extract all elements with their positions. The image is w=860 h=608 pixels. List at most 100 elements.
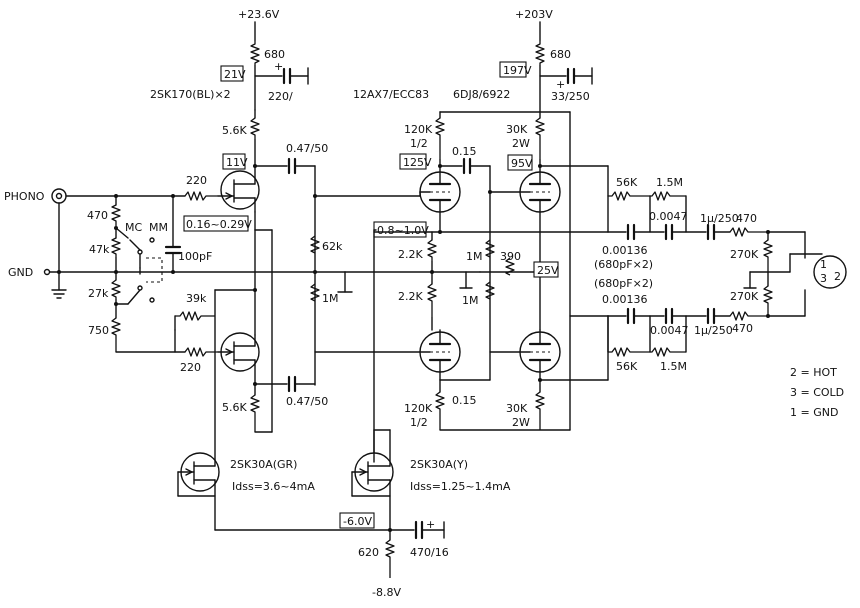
- r22k-b-label: 2.2K: [398, 290, 423, 303]
- cap-net1b-label: (680pF×2): [594, 258, 653, 271]
- ccs-right-idss: Idss=1.25~1.4mA: [410, 480, 511, 493]
- c33-plus: +: [556, 78, 565, 91]
- r30k-bot-label: 30K: [506, 402, 528, 415]
- r56k-bot-label: 5.6K: [222, 401, 247, 414]
- r27k-label: 27k: [88, 287, 109, 300]
- r22k-a-label: 2.2K: [398, 248, 423, 261]
- v197-label: 197V: [503, 64, 532, 77]
- xlr-pin2: 2: [834, 270, 841, 283]
- c470-16-label: 470/16: [410, 546, 449, 559]
- r62k-label: 62k: [322, 240, 343, 253]
- r47k-label: 47k: [89, 243, 110, 256]
- cap-net2b-label: 0.00136: [602, 293, 648, 306]
- v08-label: 0.8~1.0V: [377, 224, 429, 237]
- c047-bot-label: 0.47/50: [286, 395, 328, 408]
- xlr-pin2-legend: 2 = HOT: [790, 366, 837, 379]
- c0047-bot-label: 0.0047: [650, 324, 689, 337]
- r120k-top-label: 120K: [404, 123, 433, 136]
- r470-out-bot-label: 470: [732, 322, 753, 335]
- xlr-pin1-legend: 1 = GND: [790, 406, 838, 419]
- r39k-label: 39k: [186, 292, 207, 305]
- fet-top-symbol: [220, 170, 260, 210]
- cap-net1-label: 0.00136: [602, 244, 648, 257]
- r56k-net-bot-label: 56K: [616, 360, 638, 373]
- c33-label: 33/250: [551, 90, 590, 103]
- tube-supply: +203V 680 + 33/250 197V 12AX7/ECC83 6DJ8…: [353, 8, 593, 431]
- r680a-label: 680: [264, 48, 285, 61]
- xlr-pin3-legend: 3 = COLD: [790, 386, 844, 399]
- c470-plus: +: [426, 518, 435, 531]
- r470-label: 470: [87, 209, 108, 222]
- r390-label: 390: [500, 250, 521, 263]
- v21-label: 21V: [224, 68, 246, 81]
- r30k-bot-w: 2W: [512, 416, 530, 429]
- r30k-top-w: 2W: [512, 137, 530, 150]
- riaa-network-bottom: (680pF×2) 0.00136 0.0047 1μ/250 470 56K …: [569, 277, 768, 373]
- c047-top-label: 0.47/50: [286, 142, 328, 155]
- r30k-top-label: 30K: [506, 123, 528, 136]
- tube-type-label: 12AX7/ECC83: [353, 88, 429, 101]
- r270k-bot-label: 270K: [730, 290, 759, 303]
- c1-250-bot-label: 1μ/250: [694, 324, 733, 337]
- r15m-top-label: 1.5M: [656, 176, 683, 189]
- fet-top-stage: 5.6K 11V 0.47/50 220 0.16~0.29V: [183, 109, 328, 386]
- tube-stage-bottom: 120K 1/2 0.15 30K 2W: [404, 315, 609, 431]
- ccs-left-idss: Idss=3.6~4mA: [232, 480, 315, 493]
- r15m-bot-label: 1.5M: [660, 360, 687, 373]
- tube-type2-label: 6DJ8/6922: [453, 88, 510, 101]
- r120k-top-w: 1/2: [410, 137, 428, 150]
- v95-label: 95V: [511, 157, 533, 170]
- r1m-b-label: 1M: [462, 294, 479, 307]
- input-section: PHONO GND 470 47k 27k 750 MC MM: [4, 188, 346, 353]
- r56k-top-label: 5.6K: [222, 124, 247, 137]
- r270k-top-label: 270K: [730, 248, 759, 261]
- r1m-mid-label: 1M: [322, 292, 339, 305]
- r120k-bot-w: 1/2: [410, 416, 428, 429]
- r56k-net-top-label: 56K: [616, 176, 638, 189]
- mc-mm-switch-bottom[interactable]: [137, 285, 143, 291]
- c015-bot-label: 0.15: [452, 394, 477, 407]
- gnd-label: GND: [8, 266, 33, 279]
- c220-plus: +: [274, 60, 283, 73]
- r120k-bot-label: 120K: [404, 402, 433, 415]
- v11-label: 11V: [226, 156, 248, 169]
- fet-supply: +23.6V 680 + 220/ 21V 2SK170(BL)×2: [150, 8, 309, 111]
- supply-neg-label: -8.8V: [372, 586, 401, 599]
- fet-input-label: 2SK170(BL)×2: [150, 88, 231, 101]
- gnd-terminal[interactable]: [43, 268, 51, 276]
- c015-top-label: 0.15: [452, 145, 477, 158]
- fet-bottom-stage: 39k 220 0.47/50 5.6K 62k 1M: [174, 195, 421, 461]
- c1-250-top-label: 1μ/250: [700, 212, 739, 225]
- tube-stage-top: 120K 1/2 125V 0.15 0.8~1.0V 2.2K 2: [344, 111, 609, 471]
- output-section: 270K 270K 1 2 3 2 = HOT 3 = COLD 1 = GND: [730, 230, 847, 419]
- c0047-top-label: 0.0047: [649, 210, 688, 223]
- ccs-left-label: 2SK30A(GR): [230, 458, 297, 471]
- ccs-right-label: 2SK30A(Y): [410, 458, 468, 471]
- r680b-label: 680: [550, 48, 571, 61]
- mc-label: MC: [125, 221, 142, 234]
- phono-label: PHONO: [4, 190, 45, 203]
- r220-top-label: 220: [186, 174, 207, 187]
- r1m-a-label: 1M: [466, 250, 483, 263]
- riaa-network-top: 56K 1.5M 0.0047 1μ/250 470 0.00136 (680p…: [373, 176, 768, 271]
- supply-pos-fet-label: +23.6V: [238, 8, 280, 21]
- r750-label: 750: [88, 324, 109, 337]
- c100pf-label: 100pF: [178, 250, 212, 263]
- xlr-connector[interactable]: [813, 255, 847, 289]
- r470-out-top-label: 470: [736, 212, 757, 225]
- cap-net2-label: (680pF×2): [594, 277, 653, 290]
- vneg6-label: -6.0V: [343, 515, 372, 528]
- ccs-section: 2SK30A(GR) Idss=3.6~4mA 2SK30A(Y) Idss=1…: [177, 429, 511, 599]
- xlr-pin3: 3: [820, 272, 827, 285]
- v125-label: 125V: [403, 156, 432, 169]
- supply-pos-tube-label: +203V: [515, 8, 553, 21]
- phono-jack[interactable]: [51, 188, 67, 204]
- mm-label: MM: [149, 221, 168, 234]
- r220-bot-label: 220: [180, 361, 201, 374]
- v25-label: 25V: [537, 264, 559, 277]
- xlr-pin1: 1: [820, 258, 827, 271]
- r620-label: 620: [358, 546, 379, 559]
- vgs-label: 0.16~0.29V: [186, 218, 252, 231]
- c220-label: 220/: [268, 90, 293, 103]
